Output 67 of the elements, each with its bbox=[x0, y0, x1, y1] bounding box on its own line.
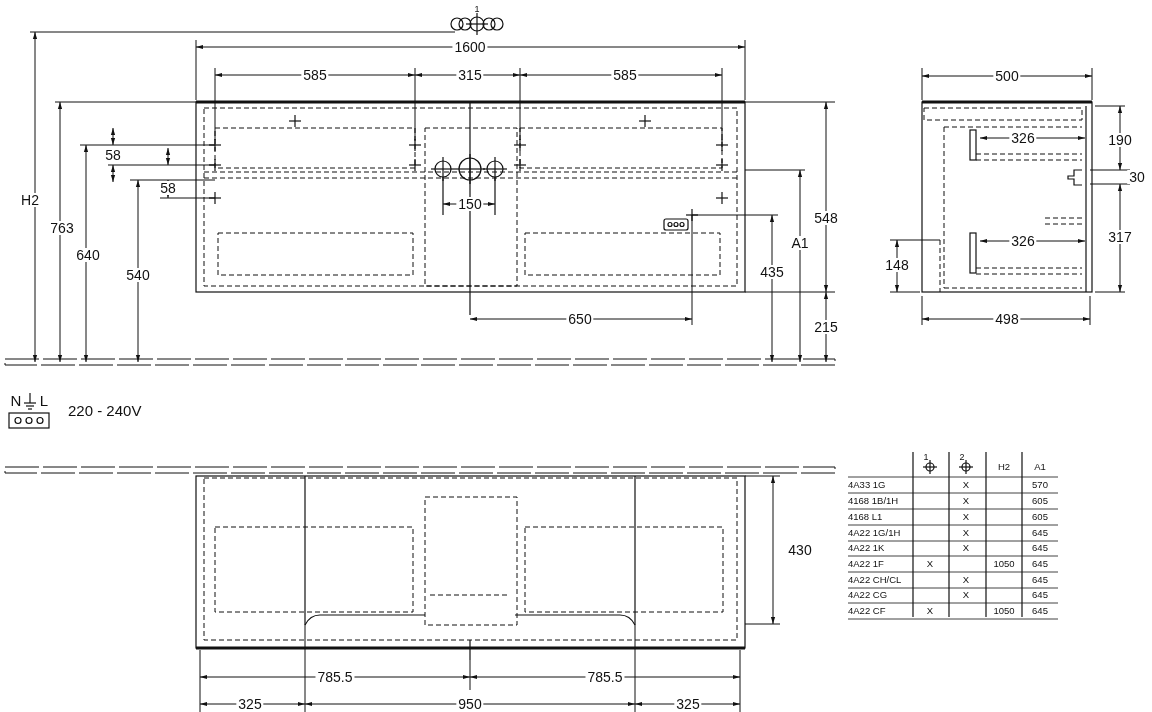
table-cell-text: 605 bbox=[1032, 496, 1048, 506]
dimension-value: 326 bbox=[1009, 234, 1037, 248]
table-cell-text: X bbox=[926, 559, 934, 569]
terminal-letter: L bbox=[39, 392, 49, 408]
dimension-value: 190 bbox=[1106, 133, 1134, 147]
table-cell-text: 645 bbox=[1032, 559, 1048, 569]
table-cell-text: X bbox=[962, 512, 970, 522]
dimension-value: 548 bbox=[812, 211, 840, 225]
dimension-value: 317 bbox=[1106, 230, 1134, 244]
dimension-value: 58 bbox=[103, 148, 123, 162]
dimension-value: 650 bbox=[566, 312, 594, 326]
table-cell-text: 645 bbox=[1032, 590, 1048, 600]
dimension-value: 58 bbox=[158, 181, 178, 195]
table-cell-text: X bbox=[962, 543, 970, 553]
table-cell-text: 645 bbox=[1032, 606, 1048, 616]
table-cell-text: 645 bbox=[1032, 528, 1048, 538]
dimension-value: 540 bbox=[124, 268, 152, 282]
table-cell-text: X bbox=[962, 575, 970, 585]
dimension-value: 785.5 bbox=[585, 670, 625, 684]
dimension-value: 585 bbox=[301, 68, 329, 82]
table-cell-text: X bbox=[962, 480, 970, 490]
index-number: 1 bbox=[923, 452, 929, 462]
dimension-value: 325 bbox=[674, 697, 702, 711]
dimension-value: 325 bbox=[236, 697, 264, 711]
table-cell-text: X bbox=[962, 590, 970, 600]
dimension-value: 215 bbox=[812, 320, 840, 334]
dimension-value: 435 bbox=[758, 265, 786, 279]
dimension-value: 430 bbox=[786, 543, 814, 557]
dimension-value: 950 bbox=[456, 697, 484, 711]
table-cell-text: 4A22 1F bbox=[848, 559, 884, 569]
dimension-value: A1 bbox=[789, 236, 811, 250]
dimension-value: 785.5 bbox=[315, 670, 355, 684]
voltage-label: 220 - 240V bbox=[68, 402, 142, 418]
dimension-value: 585 bbox=[611, 68, 639, 82]
dimension-value: 148 bbox=[883, 258, 911, 272]
table-cell-text: X bbox=[962, 496, 970, 506]
table-cell-text: A1 bbox=[1034, 462, 1046, 472]
table-cell-text: 4168 L1 bbox=[848, 512, 883, 522]
table-cell-text: 4168 1B/1H bbox=[848, 496, 899, 506]
table-cell-text: 4A22 1K bbox=[848, 543, 885, 553]
dimension-value: H2 bbox=[19, 193, 41, 207]
terminal-letter: N bbox=[10, 392, 22, 408]
table-cell-text: 1050 bbox=[993, 559, 1015, 569]
dimension-value: 640 bbox=[74, 248, 102, 262]
table-cell-text: 4A22 CG bbox=[848, 590, 888, 600]
table-cell-text: H2 bbox=[997, 462, 1011, 472]
table-cell-text: 4A22 1G/1H bbox=[848, 528, 901, 538]
table-cell-text: 4A22 CF bbox=[848, 606, 886, 616]
dimension-value: 500 bbox=[993, 69, 1021, 83]
index-number: 2 bbox=[959, 452, 965, 462]
table-cell-text: 4A22 CH/CL bbox=[848, 575, 902, 585]
dimension-value: 763 bbox=[48, 221, 76, 235]
table-cell-text: 645 bbox=[1032, 575, 1048, 585]
dimension-value: 150 bbox=[456, 197, 484, 211]
table-cell-text: 605 bbox=[1032, 512, 1048, 522]
table-cell-text: 645 bbox=[1032, 543, 1048, 553]
index-number: 1 bbox=[474, 4, 480, 14]
dimension-value: 315 bbox=[456, 68, 484, 82]
table-cell-text: 1050 bbox=[993, 606, 1015, 616]
table-cell-text: X bbox=[926, 606, 934, 616]
dimension-value: 326 bbox=[1009, 131, 1037, 145]
dimension-value: 1600 bbox=[452, 40, 488, 54]
table-cell-text: 570 bbox=[1032, 480, 1048, 490]
table-cell-text: X bbox=[962, 528, 970, 538]
dimension-value: 498 bbox=[993, 312, 1021, 326]
dimension-value: 30 bbox=[1127, 170, 1147, 184]
table-cell-text: 4A33 1G bbox=[848, 480, 886, 490]
